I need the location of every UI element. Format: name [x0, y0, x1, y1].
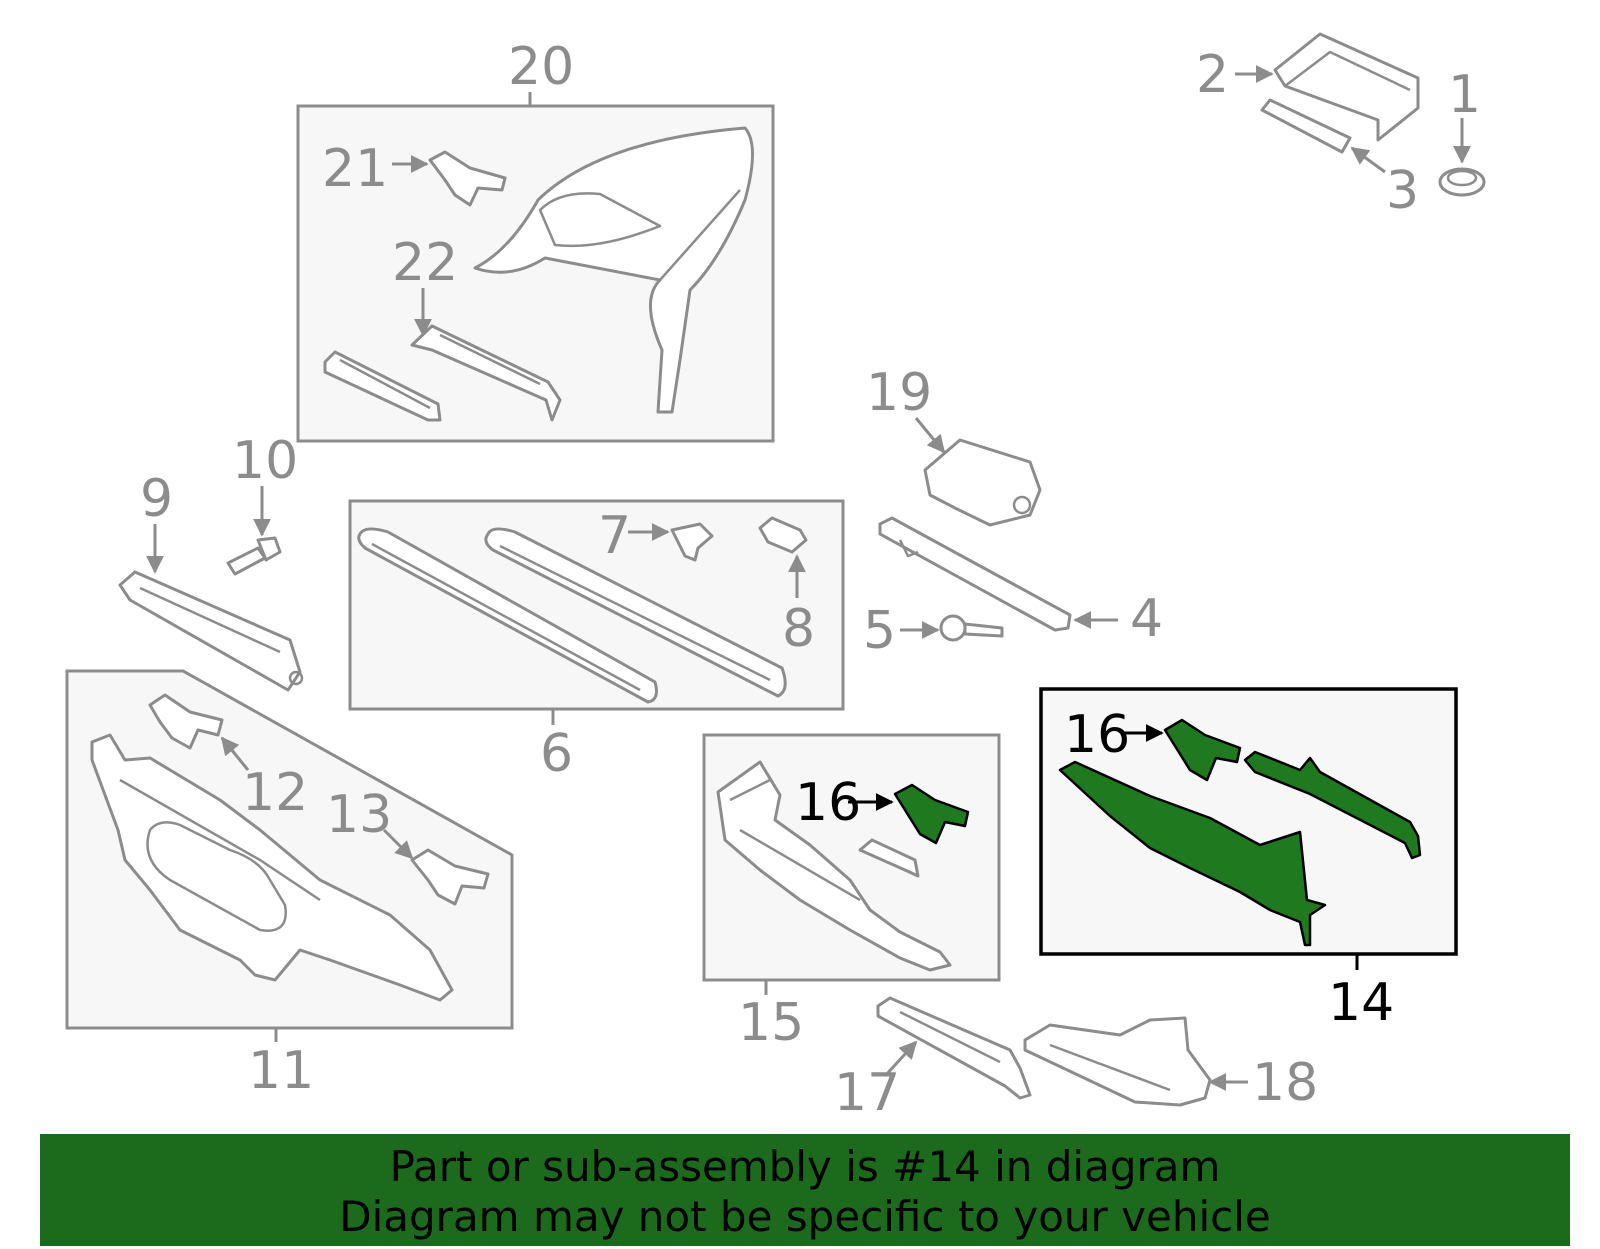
callout-2: 2 — [1196, 45, 1229, 105]
callout-5: 5 — [863, 601, 896, 661]
part-18-tray — [1023, 1016, 1212, 1107]
banner-line-2: Diagram may not be specific to your vehi… — [339, 1192, 1271, 1241]
part-17-bracket — [876, 996, 1032, 1100]
part-3-pad — [1260, 98, 1352, 154]
leader-12 — [220, 736, 250, 771]
leader-3 — [1350, 146, 1386, 174]
part-22-bracket — [410, 324, 562, 422]
part-5-screw — [939, 614, 1004, 642]
callout-10: 10 — [232, 431, 298, 491]
part-21-bracket — [428, 150, 507, 207]
leader-19 — [914, 417, 946, 454]
part-16-clip-b — [1163, 718, 1242, 782]
part-13-bracket — [410, 848, 490, 906]
part-16-clip-a — [893, 783, 970, 845]
banner-line-1: Part or sub-assembly is #14 in diagram — [389, 1142, 1221, 1191]
callout-8: 8 — [782, 599, 815, 659]
callout-16b: 16 — [1064, 705, 1130, 765]
callout-12: 12 — [242, 763, 308, 823]
part-20-panel — [473, 126, 754, 414]
part-19-module — [923, 438, 1042, 527]
callout-13: 13 — [326, 785, 392, 845]
callout-6: 6 — [540, 724, 573, 784]
part-12-bracket — [148, 693, 224, 750]
callout-4: 4 — [1130, 589, 1163, 649]
callout-11: 11 — [248, 1041, 314, 1101]
part-1-clip — [1438, 167, 1486, 197]
callout-9: 9 — [140, 469, 173, 529]
part-10-bolt — [226, 536, 282, 576]
callout-16a: 16 — [795, 773, 861, 833]
callout-1: 1 — [1448, 65, 1481, 125]
callout-19: 19 — [866, 363, 932, 423]
part-2-cover — [1273, 32, 1420, 142]
callout-20: 20 — [508, 37, 574, 97]
part-15-clip — [858, 838, 920, 878]
callout-21: 21 — [322, 139, 388, 199]
part-11-frame — [90, 733, 454, 1002]
notice-banner: Part or sub-assembly is #14 in diagram D… — [40, 1134, 1570, 1246]
part-6-trim-a-inner — [371, 542, 641, 692]
leader-17 — [883, 1040, 918, 1078]
part-8-clip — [758, 516, 808, 554]
part-4-rail — [878, 516, 1072, 632]
callout-18: 18 — [1252, 1053, 1318, 1113]
part-15-panel — [716, 760, 952, 972]
part-7-clip — [670, 522, 714, 562]
callout-17: 17 — [834, 1063, 900, 1123]
part-20-lower-bracket — [323, 350, 442, 422]
callout-15: 15 — [738, 993, 804, 1053]
callout-14: 14 — [1328, 973, 1394, 1033]
part-14-glove-box-bracket — [1058, 750, 1422, 947]
callout-3: 3 — [1386, 161, 1419, 221]
part-9-duct — [118, 570, 304, 692]
callout-22: 22 — [392, 233, 458, 293]
callout-7: 7 — [598, 506, 631, 566]
part-6-trim-b-inner — [499, 544, 771, 682]
leader-13 — [382, 828, 414, 860]
